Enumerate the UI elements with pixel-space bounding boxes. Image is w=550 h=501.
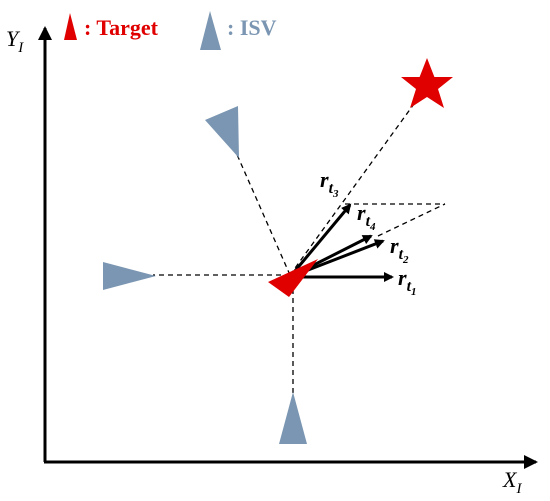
label-r-t4: rt4 bbox=[357, 200, 376, 233]
sight-line-diagonal bbox=[377, 203, 446, 237]
legend-target-label: : Target bbox=[84, 15, 159, 40]
isv-bottom-icon bbox=[279, 392, 307, 444]
sight-line-star bbox=[289, 85, 428, 276]
sight-line-upper-isv bbox=[234, 149, 291, 276]
sight-lines bbox=[153, 85, 446, 395]
vector-r-t3 bbox=[288, 203, 352, 278]
isv-group bbox=[103, 106, 307, 444]
label-r-t2: rt2 bbox=[390, 233, 409, 266]
goal-star-icon bbox=[401, 58, 453, 108]
legend-target-icon bbox=[64, 13, 77, 40]
legend: : Target : ISV bbox=[64, 11, 277, 50]
axes: YI XI bbox=[6, 26, 538, 497]
target-triangle-icon bbox=[268, 259, 318, 297]
legend-isv-icon bbox=[200, 11, 221, 50]
y-axis-label: YI bbox=[6, 26, 24, 56]
vector-labels: rt3 rt4 rt2 rt1 bbox=[320, 167, 417, 298]
legend-isv-label: : ISV bbox=[227, 15, 277, 40]
isv-upper-icon bbox=[205, 106, 239, 158]
isv-left-icon bbox=[103, 262, 156, 290]
x-axis-label: XI bbox=[502, 467, 522, 497]
label-r-t3: rt3 bbox=[320, 167, 339, 200]
label-r-t1: rt1 bbox=[398, 265, 417, 298]
